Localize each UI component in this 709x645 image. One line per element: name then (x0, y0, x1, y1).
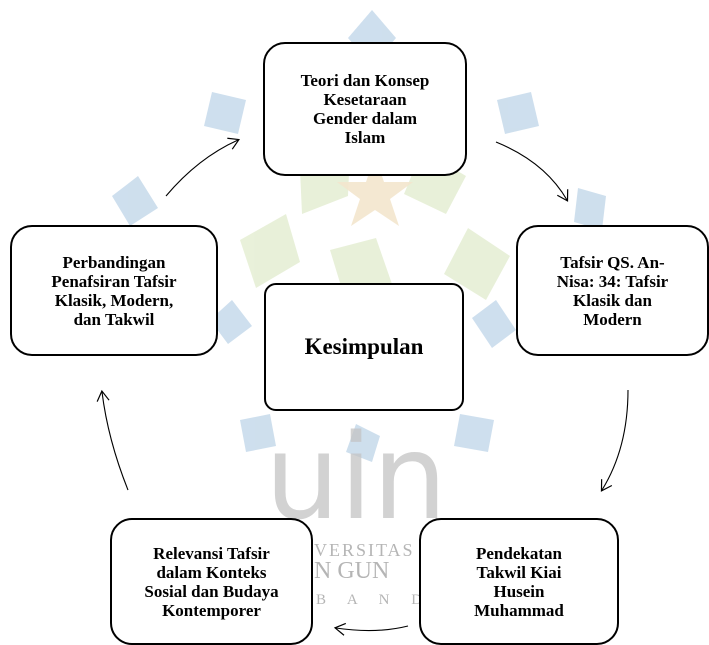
node-relevansi: Relevansi Tafsir dalam Konteks Sosial da… (110, 518, 313, 645)
watermark-name-line: N GUN (314, 558, 390, 584)
star-icon (337, 155, 413, 226)
watermark-city-line: B A N D (316, 592, 432, 608)
node-relevansi-label: Relevansi Tafsir dalam Konteks Sosial da… (144, 543, 279, 620)
watermark-university-line: VERSITAS I (314, 540, 430, 560)
node-kesimpulan-label: Kesimpulan (304, 334, 424, 359)
node-pendekatan-takwil: Pendekatan Takwil Kiai Husein Muhammad (419, 518, 619, 645)
arrow-pendekatan-to-relevansi (333, 622, 409, 636)
node-tafsir-label: Tafsir QS. An- Nisa: 34: Tafsir Klasik d… (556, 252, 669, 329)
node-tafsir-an-nisa: Tafsir QS. An- Nisa: 34: Tafsir Klasik d… (516, 225, 709, 356)
arrow-teori-to-tafsir (495, 141, 569, 202)
node-perbandingan: Perbandingan Penafsiran Tafsir Klasik, M… (10, 225, 218, 356)
node-perbandingan-label: Perbandingan Penafsiran Tafsir Klasik, M… (51, 252, 177, 329)
ornament-tiles (112, 10, 668, 462)
node-teori-label: Teori dan Konsep Kesetaraan Gender dalam… (300, 71, 430, 147)
arrow-perbandingan-to-teori (165, 137, 240, 197)
arrow-relevansi-to-perbandingan (96, 389, 129, 491)
arrow-tafsir-to-pendekatan (600, 389, 629, 492)
node-pendekatan-label: Pendekatan Takwil Kiai Husein Muhammad (474, 543, 564, 620)
node-kesimpulan: Kesimpulan (264, 283, 464, 411)
node-teori-konsep: Teori dan Konsep Kesetaraan Gender dalam… (263, 42, 467, 176)
